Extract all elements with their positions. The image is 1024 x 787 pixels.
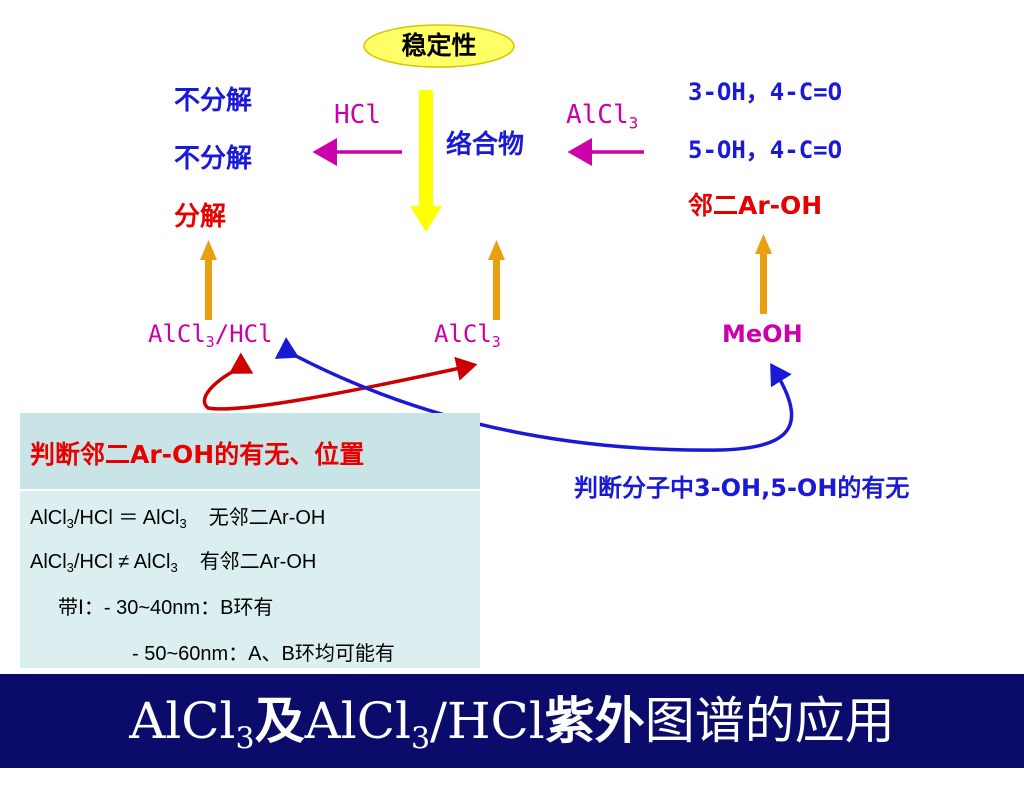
row2-a: AlCl	[30, 551, 67, 573]
right-note: 判断分子中3-OH,5-OH的有无	[574, 474, 910, 502]
right-condition-2: 5-OH，4-C=O	[688, 136, 843, 164]
info-row-4: - 50~60nm：A、B环均可能有	[132, 643, 395, 665]
stability-label: 稳定性	[401, 31, 477, 60]
footer-p1: AlCl	[129, 692, 236, 750]
stability-oval: 稳定性	[362, 24, 516, 72]
reagent-alcl3-base: AlCl	[434, 320, 492, 348]
row1-a-sub: 3	[66, 515, 74, 531]
reagent-alcl3-hcl-sub: 3	[205, 333, 215, 352]
complex-label: 络合物	[446, 130, 525, 160]
row1-b-sub: 3	[179, 515, 187, 531]
info-box-heading: 判断邻二Ar-OH的有无、位置	[30, 440, 365, 469]
alcl3-top-base: AlCl	[566, 100, 629, 130]
hcl-label: HCl	[334, 100, 381, 130]
footer-p2: 及	[254, 692, 305, 750]
row2-c: 有邻二Ar-OH	[199, 551, 317, 573]
row2-b: /HCl ≠ AlCl	[73, 551, 171, 573]
orange-up-arrow-middle	[488, 240, 505, 320]
reagent-alcl3: AlCl3	[434, 320, 501, 351]
reagent-meoh: MeOH	[722, 320, 803, 348]
info-box-header: 判断邻二Ar-OH的有无、位置	[20, 413, 480, 491]
orange-up-arrow-left	[200, 240, 217, 320]
right-condition-1: 3-OH，4-C=O	[688, 78, 843, 106]
red-double-arrow	[202, 352, 478, 411]
footer-p5: 紫外	[544, 692, 645, 750]
reagent-alcl3-hcl-base: AlCl	[148, 320, 206, 348]
info-row-3: 带Ⅰ：- 30~40nm：B环有	[58, 597, 274, 619]
oval-shape	[363, 24, 515, 68]
footer-title: AlCl3及AlCl3/HCl紫外图谱的应用	[0, 674, 1024, 768]
left-result-3: 分解	[174, 202, 227, 232]
row2-b-sub: 3	[170, 559, 178, 575]
right-condition-3: 邻二Ar-OH	[688, 191, 823, 220]
yellow-down-arrow	[410, 90, 442, 232]
left-result-1: 不分解	[174, 86, 253, 116]
footer-p3: AlCl	[304, 692, 411, 750]
diagram-arrows	[200, 90, 794, 452]
row1-b: /HCl ＝ AlCl	[73, 507, 180, 529]
row1-c: 无邻二Ar-OH	[208, 507, 326, 529]
reagent-alcl3-hcl: AlCl3/HCl	[148, 320, 273, 351]
footer-p1-sub: 3	[235, 721, 255, 757]
alcl3-top-label: AlCl3	[566, 100, 638, 133]
alcl3-top-sub: 3	[628, 113, 639, 133]
orange-up-arrow-right	[755, 234, 772, 314]
footer-p3-sub: 3	[411, 721, 431, 757]
footer-bar: AlCl3及AlCl3/HCl紫外图谱的应用	[0, 674, 1024, 768]
row2-a-sub: 3	[66, 559, 74, 575]
reagent-alcl3-sub: 3	[491, 333, 501, 352]
footer-p4: /HCl	[430, 692, 545, 750]
row1-a: AlCl	[30, 507, 67, 529]
blue-double-arrow	[274, 337, 794, 452]
footer-p6: 图谱的应用	[644, 692, 895, 750]
left-result-2: 不分解	[174, 144, 253, 174]
reagent-alcl3-hcl-tail: /HCl	[214, 320, 273, 348]
